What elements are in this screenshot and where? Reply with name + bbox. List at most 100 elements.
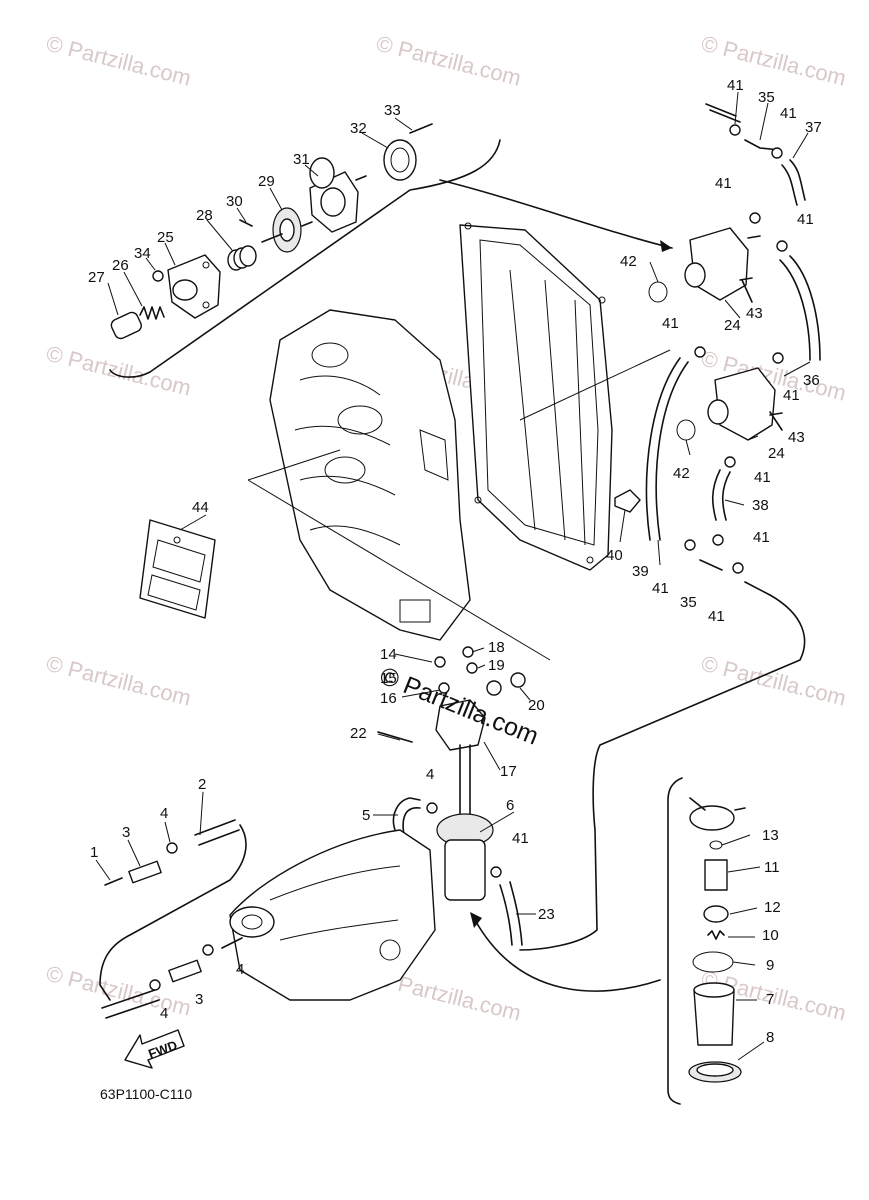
part-28-spring: [227, 245, 257, 271]
callout-10: 10: [762, 927, 779, 944]
callout-28: 28: [196, 207, 213, 224]
callout-41: 41: [715, 175, 732, 192]
watermark: © Partzilla.com: [44, 341, 194, 401]
bottom-cowling: [221, 829, 661, 1001]
part-14-bolt: [434, 656, 446, 668]
part-7-cup: [693, 989, 735, 1046]
callout-38: 38: [752, 497, 769, 514]
fuel-filter-assembly: [377, 646, 526, 901]
part-5-hose: [392, 797, 421, 831]
part-3-connector-upper: [128, 860, 162, 884]
fuel-line: [99, 824, 247, 1001]
fuel-connector-lower-left: [99, 802, 438, 1019]
watermark: © Partzilla.com: [374, 31, 524, 91]
callout-9: 9: [766, 957, 774, 974]
fwd-arrow: FWD: [124, 1029, 185, 1069]
leader-arrow-to-pump: [439, 179, 673, 249]
callout-41: 41: [727, 77, 744, 94]
part-36-hose: [779, 259, 811, 361]
callout-41: 41: [652, 580, 669, 597]
part-20-grommet: [486, 680, 502, 696]
callout-19: 19: [488, 657, 505, 674]
part-30-pin: [239, 219, 253, 227]
callout-4: 4: [160, 805, 168, 822]
callout-4: 4: [236, 961, 244, 978]
callout-24: 24: [724, 317, 741, 334]
callout-41: 41: [753, 529, 770, 546]
part-32-cover: [309, 139, 417, 189]
watermark: © Partzilla.com: [699, 31, 849, 91]
engine-block: [247, 309, 551, 661]
filter-cup: [444, 839, 486, 901]
inset-bracket: [667, 777, 683, 1105]
part-25-housing: [167, 254, 221, 319]
callout-27: 27: [88, 269, 105, 286]
part-filter-head: [689, 797, 746, 831]
part-18-bolt: [462, 646, 474, 658]
callout-35: 35: [758, 89, 775, 106]
callout-37: 37: [805, 119, 822, 136]
part-34-nut: [152, 270, 164, 282]
callout-15: 15: [380, 670, 397, 687]
part-42-gasket-upper: [648, 281, 668, 303]
callout-6: 6: [506, 797, 514, 814]
callout-30: 30: [226, 193, 243, 210]
leader-arrow-from-filter: [474, 919, 661, 992]
part-17-bracket: [435, 699, 486, 751]
callout-31: 31: [293, 151, 310, 168]
watermark: © Partzilla.com: [44, 651, 194, 711]
inset-border: [109, 139, 501, 378]
part-43-screw-upper: [741, 279, 753, 303]
callout-42: 42: [620, 253, 637, 270]
part-23-line: [519, 594, 806, 951]
callout-41: 41: [754, 469, 771, 486]
arrow-head: [660, 240, 672, 252]
callout-11: 11: [764, 859, 780, 876]
part-4-clamp: [149, 979, 161, 991]
callout-41: 41: [783, 387, 800, 404]
part-4-clamp: [202, 944, 214, 956]
callout-26: 26: [112, 257, 129, 274]
hoses-right: [499, 103, 821, 951]
part-27-sleeve: [110, 311, 142, 340]
diagram-code: 63P1100-C110: [100, 1086, 192, 1102]
callout-16: 16: [380, 690, 397, 707]
pump-inset: [109, 123, 673, 378]
part-1-bolt: [104, 877, 123, 886]
part-44-label: [139, 519, 216, 619]
watermark: © Partzilla.com: [44, 31, 194, 91]
callout-41: 41: [797, 211, 814, 228]
callout-3: 3: [195, 991, 203, 1008]
clamps-41: [490, 124, 788, 878]
part-37-hose: [789, 159, 806, 201]
part-3-connector-lower: [168, 959, 202, 983]
callout-8: 8: [766, 1029, 774, 1046]
part-12-seal: [703, 905, 729, 923]
callout-14: 14: [380, 646, 397, 663]
leader-lines: [95, 91, 811, 1061]
callout-41: 41: [780, 105, 797, 122]
part-26-spring: [139, 306, 165, 320]
watermark: © Partzilla.com: [699, 651, 849, 711]
callout-42: 42: [673, 465, 690, 482]
callout-1: 1: [90, 844, 98, 861]
part-43-screw-lower: [769, 411, 783, 431]
callout-23: 23: [538, 906, 555, 923]
callout-43: 43: [788, 429, 805, 446]
fuel-pump-lower: [676, 367, 783, 441]
intake-manifold: [459, 222, 671, 571]
callout-25: 25: [157, 229, 174, 246]
part-23-hose: [499, 884, 513, 946]
part-42-gasket-lower: [676, 419, 696, 441]
part-22-bolt: [377, 731, 413, 743]
callout-36: 36: [803, 372, 820, 389]
callout-13: 13: [762, 827, 779, 844]
callout-34: 34: [134, 245, 151, 262]
callout-41: 41: [662, 315, 679, 332]
filter-inset: [667, 777, 746, 1105]
part-11-element: [704, 859, 728, 891]
callout-35: 35: [680, 594, 697, 611]
callout-4: 4: [426, 766, 434, 783]
callout-24: 24: [768, 445, 785, 462]
